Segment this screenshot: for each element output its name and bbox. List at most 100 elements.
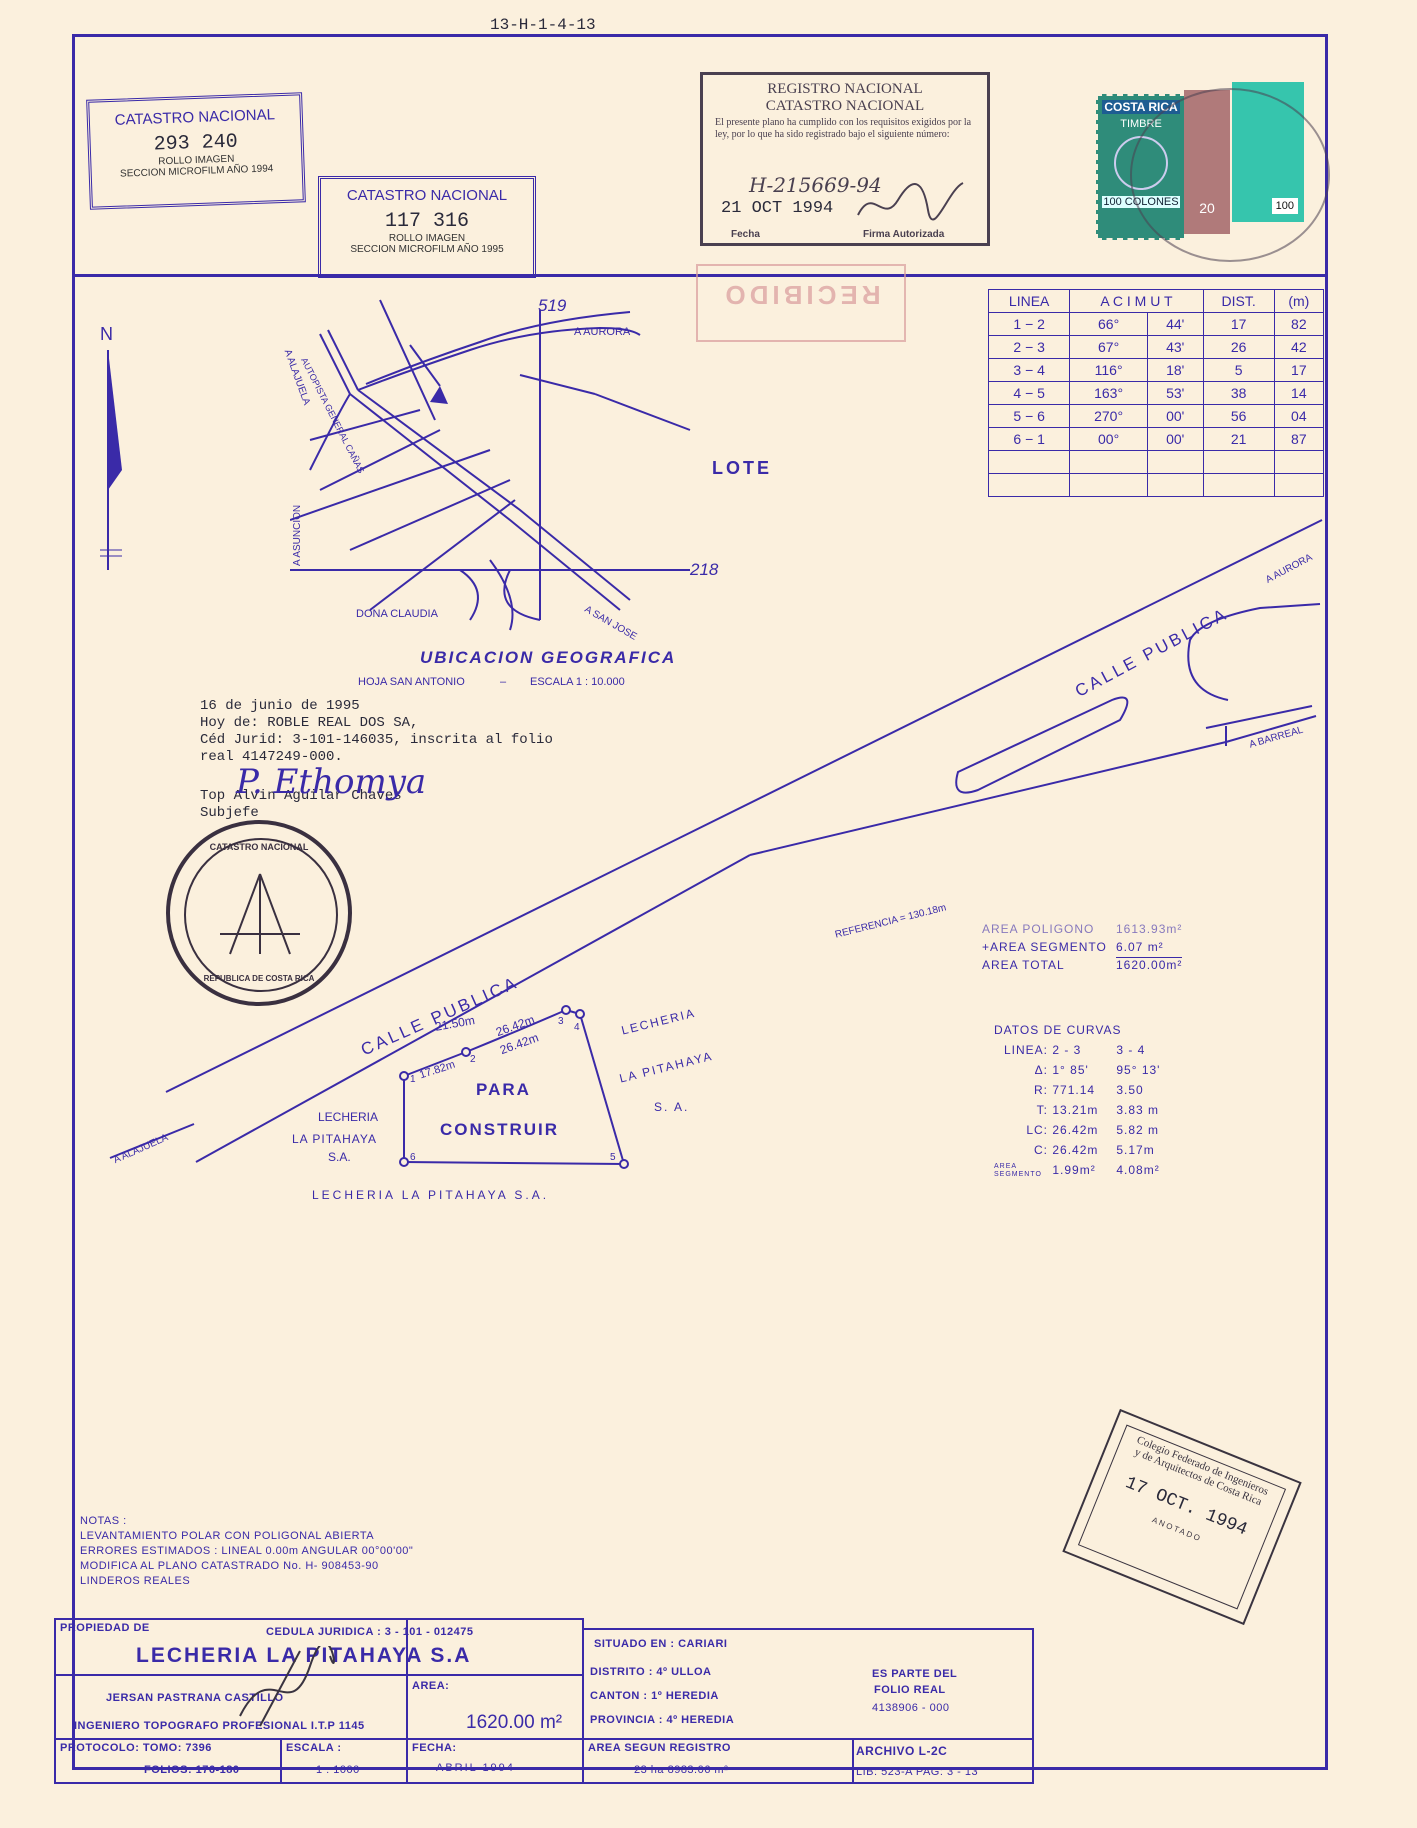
engineer-signature xyxy=(239,1646,335,1727)
point-1: 1 xyxy=(410,1074,416,1085)
registro-signature xyxy=(857,182,964,221)
island xyxy=(955,696,1129,794)
north-label: N xyxy=(100,324,113,344)
point-5: 5 xyxy=(610,1152,616,1163)
area-segmento-label: +AREA SEGMENTO xyxy=(982,940,1107,954)
ubic-aurora: A AURORA xyxy=(574,326,631,338)
point-2: 2 xyxy=(470,1054,476,1065)
tb-archivo-label: ARCHIVO L-2C xyxy=(856,1744,948,1758)
street-edge-upper xyxy=(165,519,1323,1093)
col-dist: DIST. xyxy=(1202,289,1275,313)
tb-distrito: DISTRITO : 4º ULLOA xyxy=(590,1666,712,1678)
note-line4: real 4147249-000. xyxy=(200,749,343,765)
tb-propiedad-label: PROPIEDAD DE xyxy=(60,1622,150,1634)
ubic-title: UBICACION GEOGRAFICA xyxy=(420,648,677,667)
lot-label-para: PARA xyxy=(476,1080,531,1099)
notas-l1: LEVANTAMIENTO POLAR CON POLIGONAL ABIERT… xyxy=(80,1530,375,1542)
area-segmento-value: 6.07 m² xyxy=(1116,940,1164,954)
lot-side-4-5 xyxy=(579,1013,625,1165)
registro-fecha-label: Fecha xyxy=(731,229,760,240)
timbre-cancel-seal xyxy=(1130,88,1330,262)
timbre-country: COSTA RICA xyxy=(1102,100,1180,114)
stamp-number: 117 316 xyxy=(384,210,469,233)
notas-l4: LINDEROS REALES xyxy=(80,1575,191,1587)
tb-areareg-label: AREA SEGUN REGISTRO xyxy=(588,1742,731,1754)
areas-block: AREA POLIGONO 1613.93m² +AREA SEGMENTO 6.0… xyxy=(982,920,1183,974)
col-m: (m) xyxy=(1273,289,1325,313)
lech-left-1: LECHERIA xyxy=(318,1110,379,1124)
curvas-title: DATOS DE CURVAS xyxy=(994,1023,1122,1037)
notas-title: NOTAS : xyxy=(80,1515,127,1527)
point-6: 6 xyxy=(410,1152,416,1163)
header-divider xyxy=(72,274,1328,277)
tb-ing1: JERSAN PASTRANA CASTILLO xyxy=(106,1692,284,1704)
notas-l3: MODIFICA AL PLANO CATASTRADO No. H- 9084… xyxy=(80,1560,379,1572)
registro-title1: REGISTRO NACIONAL xyxy=(767,81,923,97)
tb-canton: CANTON : 1º HEREDIA xyxy=(590,1690,719,1702)
registro-stamp: REGISTRO NACIONAL CATASTRO NACIONAL El p… xyxy=(700,72,990,246)
tb-archivo xyxy=(852,1738,1034,1784)
typed-note: 16 de junio de 1995 Hoy de: ROBLE REAL D… xyxy=(200,698,553,822)
ubic-dash: – xyxy=(500,676,507,688)
stamp-title: CATASTRO NACIONAL xyxy=(346,187,508,204)
registro-number: H-215669-94 xyxy=(749,173,882,197)
notas-block: NOTAS : LEVANTAMIENTO POLAR CON POLIGONA… xyxy=(80,1514,413,1589)
ubic-scale: ESCALA 1 : 10.000 xyxy=(530,676,625,688)
registro-title2: CATASTRO NACIONAL xyxy=(765,98,925,114)
lot-side-5-6 xyxy=(403,1161,625,1165)
lech-bottom: LECHERIA LA PITAHAYA S.A. xyxy=(312,1188,550,1202)
tb-esparte1: ES PARTE DEL xyxy=(872,1668,958,1680)
tb-ing2: INGENIERO TOPOGRAFO PROFESIONAL I.T.P 11… xyxy=(74,1720,365,1732)
tb-lib: LIB: 523-A PAG: 3 - 13 xyxy=(856,1766,979,1778)
table-row-empty xyxy=(987,473,1325,497)
note-signature: P. Ethomya xyxy=(236,762,427,802)
point-4: 4 xyxy=(574,1022,580,1033)
registro-text: El presente plano ha cumplido con los re… xyxy=(715,117,972,140)
sheet-frame xyxy=(72,34,1328,1770)
registro-firma-label: Firma Autorizada xyxy=(863,229,945,240)
col-linea: LINEA xyxy=(987,289,1071,313)
ubicacion-map xyxy=(290,299,691,631)
lech-left-2: LA PITAHAYA xyxy=(292,1132,378,1146)
tb-provincia: PROVINCIA : 4º HEREDIA xyxy=(590,1714,735,1726)
lech-right-3: S. A. xyxy=(654,1100,690,1114)
stamp-line1: ROLLO IMAGEN xyxy=(388,233,466,244)
ubic-lote-label: LOTE xyxy=(712,458,772,478)
lot-side-2-3 xyxy=(465,1009,567,1053)
area-poligono-value: 1613.93m² xyxy=(1116,922,1183,936)
tripod-icon xyxy=(220,873,300,955)
note-line2: Hoy de: ROBLE REAL DOS SA, xyxy=(200,715,419,731)
tb-fecha-label: FECHA: xyxy=(412,1742,457,1754)
seal-sub: REPUBLICA DE COSTA RICA xyxy=(203,974,315,983)
lot-side-1-2 xyxy=(403,1051,467,1077)
tb-escala-value: 1 : 1000 xyxy=(316,1764,360,1776)
stamp-line2: SECCION MICROFILM AÑO 1995 xyxy=(350,244,504,255)
area-poligono-label: AREA POLIGONO xyxy=(982,922,1095,936)
point-3: 3 xyxy=(558,1016,564,1027)
tb-protocolo-label: PROTOCOLO: TOMO: 7396 xyxy=(60,1742,212,1754)
ubic-coord-18: 218 xyxy=(690,560,719,579)
tb-areareg-value: 23 ha 8983.06 m² xyxy=(634,1764,729,1776)
ubic-sub: HOJA SAN ANTONIO xyxy=(358,676,465,688)
tb-escala-label: ESCALA : xyxy=(286,1742,342,1754)
seal-text: CATASTRO NACIONAL xyxy=(209,842,309,852)
tb-fecha-value: ABRIL 1994 xyxy=(436,1762,515,1774)
tb-esparte3: 4138906 - 000 xyxy=(872,1702,950,1714)
note-line6: Subjefe xyxy=(200,805,259,821)
area-total-value: 1620.00m² xyxy=(1116,957,1183,972)
top-reference: 13-H-1-4-13 xyxy=(490,16,596,34)
catastro-stamp-1995: CATASTRO NACIONAL 117 316 ROLLO IMAGEN S… xyxy=(318,176,536,278)
col-acimut: A C I M U T xyxy=(1069,289,1204,313)
catastro-seal: CATASTRO NACIONAL REPUBLICA DE COSTA RIC… xyxy=(166,820,352,1006)
north-arrow-icon xyxy=(100,350,122,570)
notas-l2: ERRORES ESTIMADOS : LINEAL 0.00m ANGULAR… xyxy=(80,1545,414,1557)
tb-cedula: CEDULA JURIDICA : 3 - 101 - 012475 xyxy=(266,1626,474,1638)
registro-date: 21 OCT 1994 xyxy=(721,199,834,218)
